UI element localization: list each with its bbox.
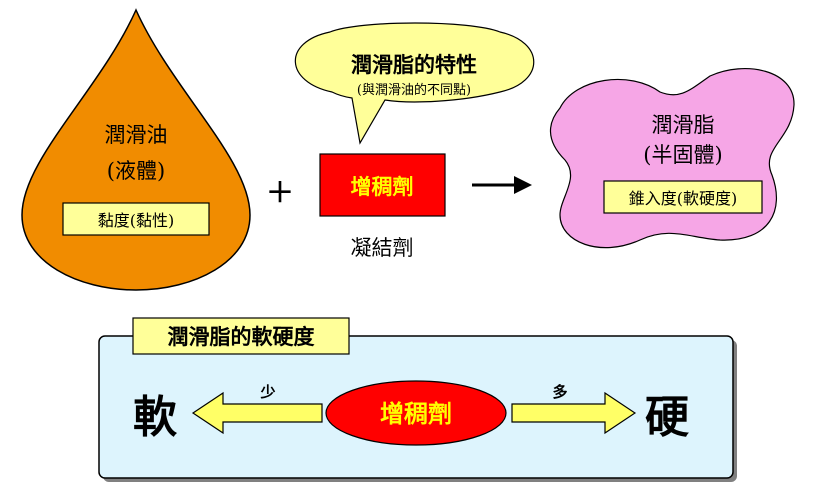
- plus-sign: +: [266, 171, 295, 211]
- oil-property: 黏度(黏性): [98, 211, 175, 230]
- hardness-title: 潤滑脂的軟硬度: [168, 324, 315, 349]
- less-arrow: [191, 391, 323, 435]
- bubble-subtitle: (與潤滑油的不同點): [357, 82, 471, 98]
- grease-state: (半固體): [643, 143, 722, 167]
- thickener-group: 增稠劑 凝結劑: [319, 153, 446, 260]
- grease-group: 潤滑脂 (半固體) 錐入度(軟硬度): [549, 68, 795, 249]
- thickener-box: [319, 153, 446, 217]
- more-label: 多: [552, 383, 567, 401]
- grease-property-box: [603, 180, 763, 214]
- thickener-label: 增稠劑: [351, 174, 414, 199]
- oil-drop-group: 潤滑油 (液體) 黏度(黏性): [21, 8, 251, 291]
- oil-name: 潤滑油: [105, 123, 168, 147]
- soft-label: 軟: [133, 392, 178, 443]
- hardness-panel: 潤滑脂的軟硬度 軟 硬 少 多 增稠劑: [98, 317, 737, 482]
- center-thickener-ellipse: [325, 380, 507, 446]
- hardness-title-box: [132, 317, 350, 355]
- grease-property: 錐入度(軟硬度): [629, 189, 738, 208]
- oil-property-box: [62, 202, 210, 236]
- right-arrow: [472, 176, 532, 194]
- hard-label: 硬: [645, 392, 689, 443]
- less-label: 少: [259, 383, 275, 401]
- oil-drop-shape: [21, 8, 251, 291]
- grease-name: 潤滑脂: [652, 113, 715, 137]
- center-thickener-label: 增稠劑: [380, 399, 452, 428]
- oil-state: (液體): [107, 159, 165, 183]
- speech-bubble-shape: [294, 22, 535, 145]
- more-arrow: [511, 391, 637, 435]
- bubble-title: 潤滑脂的特性: [351, 52, 477, 77]
- speech-bubble: 潤滑脂的特性 (與潤滑油的不同點): [294, 22, 535, 145]
- thickener-caption: 凝結劑: [351, 236, 414, 260]
